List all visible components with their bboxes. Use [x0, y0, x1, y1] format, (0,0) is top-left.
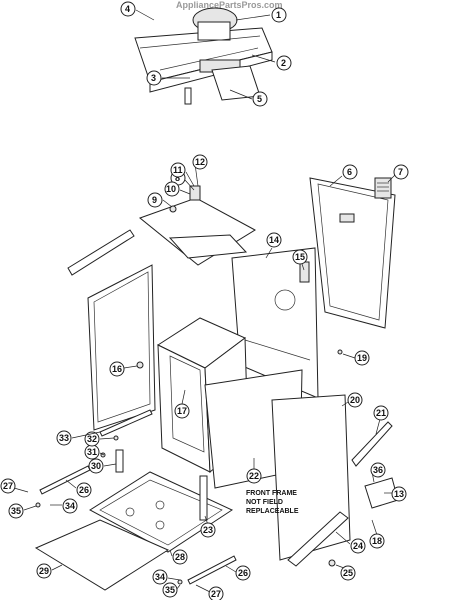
rail-30	[115, 449, 124, 473]
callout-26-left: 26	[79, 485, 89, 495]
callout-32: 32	[87, 434, 97, 444]
callout-26-right: 26	[238, 568, 248, 578]
callout-21: 21	[376, 408, 386, 418]
rear-panel	[309, 177, 396, 329]
screw-25	[328, 559, 336, 567]
callout-34-left: 34	[65, 501, 75, 511]
callout-35-right: 35	[165, 585, 175, 595]
callout-27-left: 27	[3, 481, 13, 491]
callout-22: 22	[249, 471, 259, 481]
callout-28: 28	[175, 552, 185, 562]
callout-1: 1	[276, 10, 281, 20]
callout-12: 12	[195, 157, 205, 167]
callout-36: 36	[373, 465, 383, 475]
callout-7: 7	[398, 167, 403, 177]
callout-18: 18	[372, 536, 382, 546]
callout-33: 33	[59, 433, 69, 443]
bottom-plate	[34, 519, 170, 591]
callout-34-right: 34	[155, 572, 165, 582]
rail-23	[199, 475, 208, 521]
callout-25: 25	[343, 568, 353, 578]
front-frame-note-line3: REPLACEABLE	[246, 508, 299, 515]
part-callouts: 1 2 3 4 5 6 7 8 9 10 11 12 13 14 15 16 1…	[0, 1, 409, 600]
callout-19: 19	[357, 353, 367, 363]
callout-8: 8	[175, 173, 180, 183]
callout-16: 16	[112, 364, 122, 374]
callout-5: 5	[257, 94, 262, 104]
callout-35-left: 35	[11, 506, 21, 516]
screw-35-right	[177, 579, 183, 585]
trim-rail	[351, 421, 393, 467]
top-rail-left	[67, 229, 135, 276]
callout-20: 20	[350, 395, 360, 405]
leveling-rail-right	[187, 555, 237, 585]
left-side-panel	[87, 264, 156, 431]
callout-13: 13	[394, 489, 404, 499]
callout-3: 3	[151, 73, 156, 83]
screw-35-left	[35, 502, 41, 508]
callout-2: 2	[281, 58, 286, 68]
screw-16	[136, 361, 144, 369]
callout-24: 24	[353, 541, 363, 551]
valve-bracket-assembly	[134, 7, 273, 105]
callout-23: 23	[203, 525, 213, 535]
front-panel	[271, 394, 351, 561]
bottom-rail-front	[287, 511, 349, 567]
rail-33	[99, 409, 153, 437]
front-frame-note-line1: FRONT FRAME	[246, 490, 297, 497]
watermark-text: AppliancePartsPros.com	[176, 0, 283, 10]
front-frame-note-line2: NOT FIELD	[246, 499, 283, 506]
screw-32	[113, 435, 119, 441]
callout-6: 6	[347, 167, 352, 177]
callout-11: 11	[173, 165, 183, 175]
callout-27-right: 27	[211, 589, 221, 599]
callout-9: 9	[152, 195, 157, 205]
callout-10: 10	[166, 184, 176, 194]
callout-29: 29	[39, 566, 49, 576]
top-support-panel	[138, 185, 256, 266]
callout-4: 4	[125, 4, 130, 14]
callout-30: 30	[91, 461, 101, 471]
callout-15: 15	[295, 252, 305, 262]
callout-31: 31	[87, 447, 97, 457]
callout-14: 14	[269, 235, 279, 245]
callout-17: 17	[177, 406, 187, 416]
screw-19	[337, 349, 343, 355]
